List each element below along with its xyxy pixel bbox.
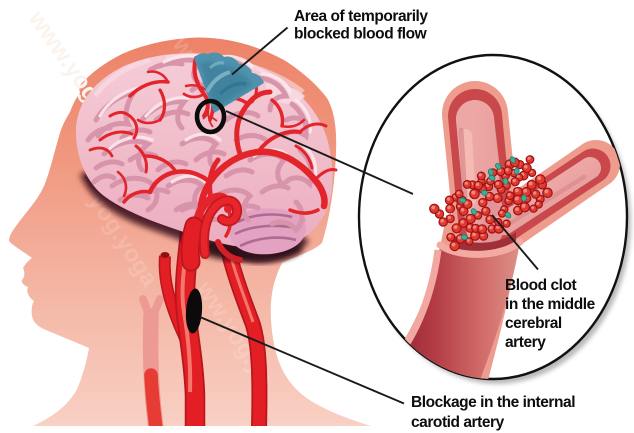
svg-text:cerebral: cerebral <box>505 315 562 332</box>
svg-text:Area of temporarily: Area of temporarily <box>294 8 428 25</box>
svg-text:carotid artery: carotid artery <box>411 414 505 431</box>
svg-text:Blood clot: Blood clot <box>505 277 577 294</box>
svg-text:Blockage in the internal: Blockage in the internal <box>411 394 575 411</box>
svg-text:blocked blood flow: blocked blood flow <box>294 26 428 43</box>
svg-text:artery: artery <box>505 334 546 351</box>
svg-text:in the middle: in the middle <box>505 296 596 313</box>
